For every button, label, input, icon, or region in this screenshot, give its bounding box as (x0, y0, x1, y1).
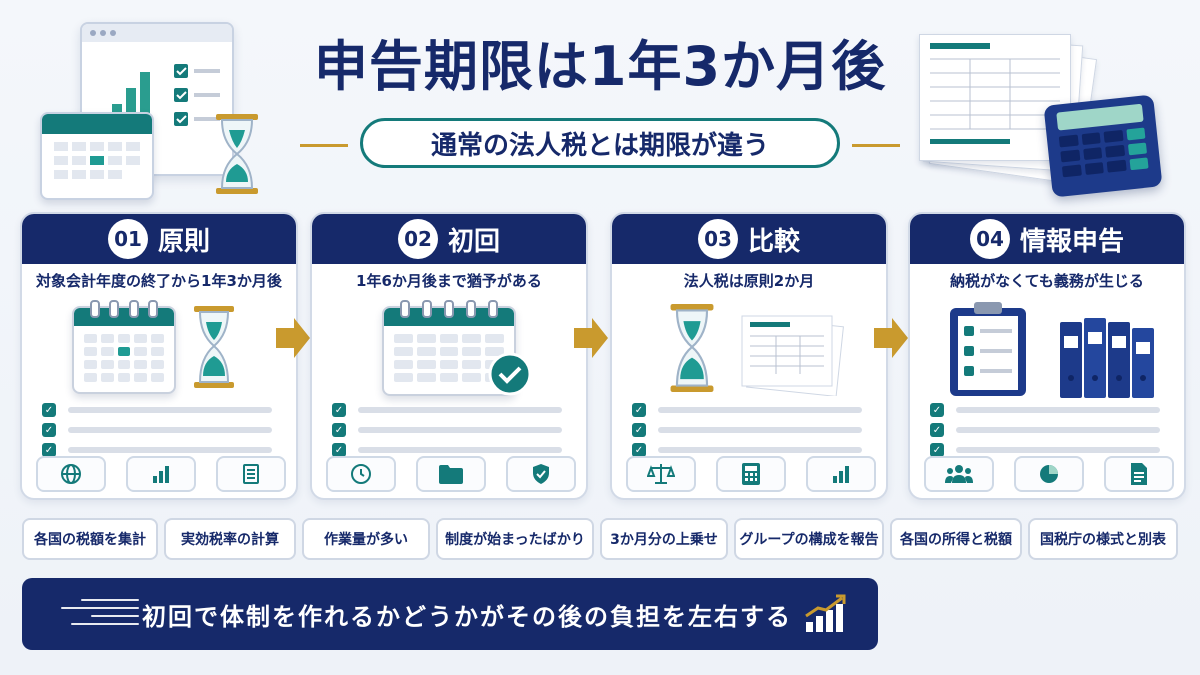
card-header: 02 初回 (312, 214, 586, 264)
checkbox-icon: ✓ (42, 403, 56, 417)
page-title: 申告期限は1年3か月後 (313, 35, 887, 98)
tag: グループの構成を報告 (734, 518, 884, 560)
documents-icon (741, 315, 844, 396)
tag: 作業量が多い (302, 518, 430, 560)
checkbox-icon: ✓ (930, 423, 944, 437)
checkbox-icon: ✓ (632, 403, 646, 417)
folder-icon (416, 456, 486, 492)
checklist: ✓ ✓ ✓ (930, 400, 1160, 460)
checkbox-icon: ✓ (632, 423, 646, 437)
card-information-return: 04 情報申告 納税がなくても義務が生じる ✓ ✓ ✓ (908, 212, 1186, 500)
card-subtitle: 1年6か月後まで猶予がある (356, 272, 542, 290)
checkbox-icon: ✓ (632, 443, 646, 457)
card-subtitle: 対象会計年度の終了から1年3か月後 (36, 272, 282, 290)
calculator-icon (1043, 94, 1163, 198)
bar-chart-icon (806, 456, 876, 492)
check-circle-icon (488, 352, 532, 396)
arrow-right-icon (276, 318, 310, 358)
checkbox-icon: ✓ (42, 423, 56, 437)
globe-icon (36, 456, 106, 492)
step-number-badge: 01 (107, 219, 148, 259)
card-illustration (42, 300, 280, 400)
card-first-time: 02 初回 1年6か月後まで猶予がある ✓ ✓ ✓ (310, 212, 588, 500)
calendar-icon (72, 300, 176, 394)
hourglass-icon (216, 114, 258, 194)
calendar-icon (40, 112, 154, 200)
shield-check-icon (506, 456, 576, 492)
checkbox-icon: ✓ (332, 423, 346, 437)
checkbox-icon: ✓ (42, 443, 56, 457)
card-comparison: 03 比較 法人税は原則2か月 ✓ ✓ ✓ (610, 212, 888, 500)
card-subtitle: 納税がなくても義務が生じる (950, 272, 1144, 290)
checkbox-icon: ✓ (930, 443, 944, 457)
card-header: 04 情報申告 (910, 214, 1184, 264)
step-number-badge: 04 (969, 219, 1010, 259)
arrow-right-icon (574, 318, 608, 358)
tag: 各国の所得と税額 (890, 518, 1022, 560)
card-title: 比較 (747, 226, 800, 257)
speed-lines-icon (61, 599, 139, 625)
checklist: ✓ ✓ ✓ (332, 400, 562, 460)
step-number-badge: 03 (697, 219, 738, 259)
calculator-icon (716, 456, 786, 492)
checkbox-icon: ✓ (332, 443, 346, 457)
hourglass-icon (194, 306, 234, 388)
summary-banner: 初回で体制を作れるかどうかがその後の負担を左右する (22, 578, 878, 650)
checklist: ✓ ✓ ✓ (632, 400, 862, 460)
card-principle: 01 原則 対象会計年度の終了から1年3か月後 ✓ ✓ ✓ (20, 212, 298, 500)
clock-icon (326, 456, 396, 492)
card-header: 01 原則 (22, 214, 296, 264)
card-illustration (632, 300, 870, 400)
card-title: 情報申告 (1019, 226, 1124, 257)
arrow-right-icon (874, 318, 908, 358)
tag: 国税庁の様式と別表 (1028, 518, 1178, 560)
document-icon (1104, 456, 1174, 492)
subtitle-pill: 通常の法人税とは期限が違う (360, 118, 840, 168)
documents-illustration (915, 30, 1105, 185)
binders-icon (1060, 318, 1154, 398)
tag: 各国の税額を集計 (22, 518, 158, 560)
card-title: 初回 (447, 226, 500, 257)
people-icon (924, 456, 994, 492)
tag: 実効税率の計算 (164, 518, 296, 560)
card-illustration (332, 300, 570, 400)
hourglass-icon (670, 304, 714, 392)
subtitle: 通常の法人税とは期限が違う (300, 118, 900, 172)
step-number-badge: 02 (397, 219, 438, 259)
pie-chart-icon (1014, 456, 1084, 492)
tag: 3か月分の上乗せ (600, 518, 728, 560)
document-list-icon (216, 456, 286, 492)
checkbox-icon: ✓ (332, 403, 346, 417)
card-header: 03 比較 (612, 214, 886, 264)
banner-text: 初回で体制を作れるかどうかがその後の負担を左右する (142, 602, 792, 631)
checklist: ✓ ✓ ✓ (42, 400, 272, 460)
growth-chart-icon (805, 594, 846, 632)
checkbox-icon: ✓ (930, 403, 944, 417)
card-illustration (930, 300, 1168, 400)
card-subtitle: 法人税は原則2か月 (683, 272, 815, 290)
bar-chart-icon (126, 456, 196, 492)
clipboard-checklist-icon (950, 302, 1026, 396)
card-title: 原則 (157, 226, 210, 257)
tag: 制度が始まったばかり (436, 518, 594, 560)
scales-icon (626, 456, 696, 492)
